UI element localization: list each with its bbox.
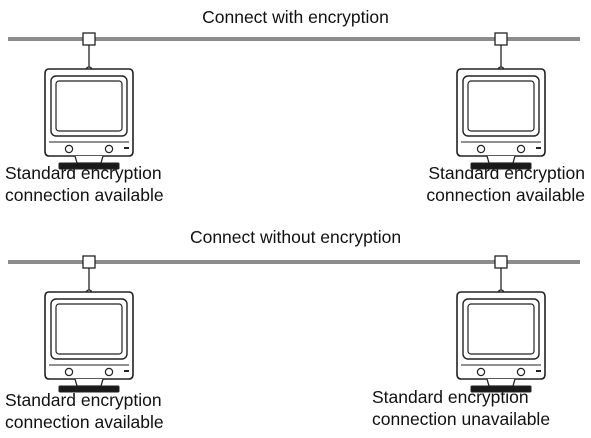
bottom-left-caption-line-2: connection available — [5, 412, 164, 432]
control-button — [104, 144, 114, 154]
monitor-base — [58, 162, 120, 170]
monitor-base — [470, 385, 532, 393]
top-left-caption: Standard encryption connection available — [5, 162, 164, 206]
top-left-caption-line-2: connection available — [5, 185, 164, 205]
bottom-left-caption-line-1: Standard encryption — [5, 390, 162, 410]
monitor-screen — [55, 303, 123, 355]
power-button — [476, 367, 486, 377]
bottom-right-caption-line-2: connection unavailable — [372, 409, 551, 429]
monitor-neck — [486, 155, 516, 164]
control-button — [516, 367, 526, 377]
network-junction-box-icon — [494, 32, 508, 46]
indicator-led — [124, 370, 129, 372]
top-left-caption-line-1: Standard encryption — [5, 163, 162, 183]
monitor-neck — [74, 155, 104, 164]
bottom-left-caption: Standard encryption connection available — [5, 389, 164, 433]
top-left-monitor — [44, 32, 134, 170]
power-button — [64, 367, 74, 377]
power-button — [64, 144, 74, 154]
monitor-screen — [55, 80, 123, 132]
monitor-neck — [74, 378, 104, 387]
bottom-right-monitor — [456, 255, 546, 393]
bottom-section-title: Connect without encryption — [189, 227, 402, 247]
indicator-led — [124, 147, 129, 149]
monitor-screen — [467, 80, 535, 132]
bottom-left-monitor — [44, 255, 134, 393]
top-right-caption: Standard encryption connection available — [385, 162, 585, 206]
top-right-caption-line-1: Standard encryption — [428, 163, 585, 183]
indicator-led — [536, 370, 541, 372]
top-right-caption-line-2: connection available — [426, 185, 585, 205]
bottom-right-caption: Standard encryption connection unavailab… — [372, 386, 550, 430]
network-junction-box-icon — [82, 32, 96, 46]
top-section-title: Connect with encryption — [202, 7, 389, 27]
monitor-base — [470, 162, 532, 170]
indicator-led — [536, 147, 541, 149]
power-button — [476, 144, 486, 154]
top-right-monitor — [456, 32, 546, 170]
network-junction-box-icon — [82, 255, 96, 269]
monitor-base — [58, 385, 120, 393]
monitor-screen — [467, 303, 535, 355]
network-junction-box-icon — [494, 255, 508, 269]
monitor-neck — [486, 378, 516, 387]
control-button — [516, 144, 526, 154]
control-button — [104, 367, 114, 377]
